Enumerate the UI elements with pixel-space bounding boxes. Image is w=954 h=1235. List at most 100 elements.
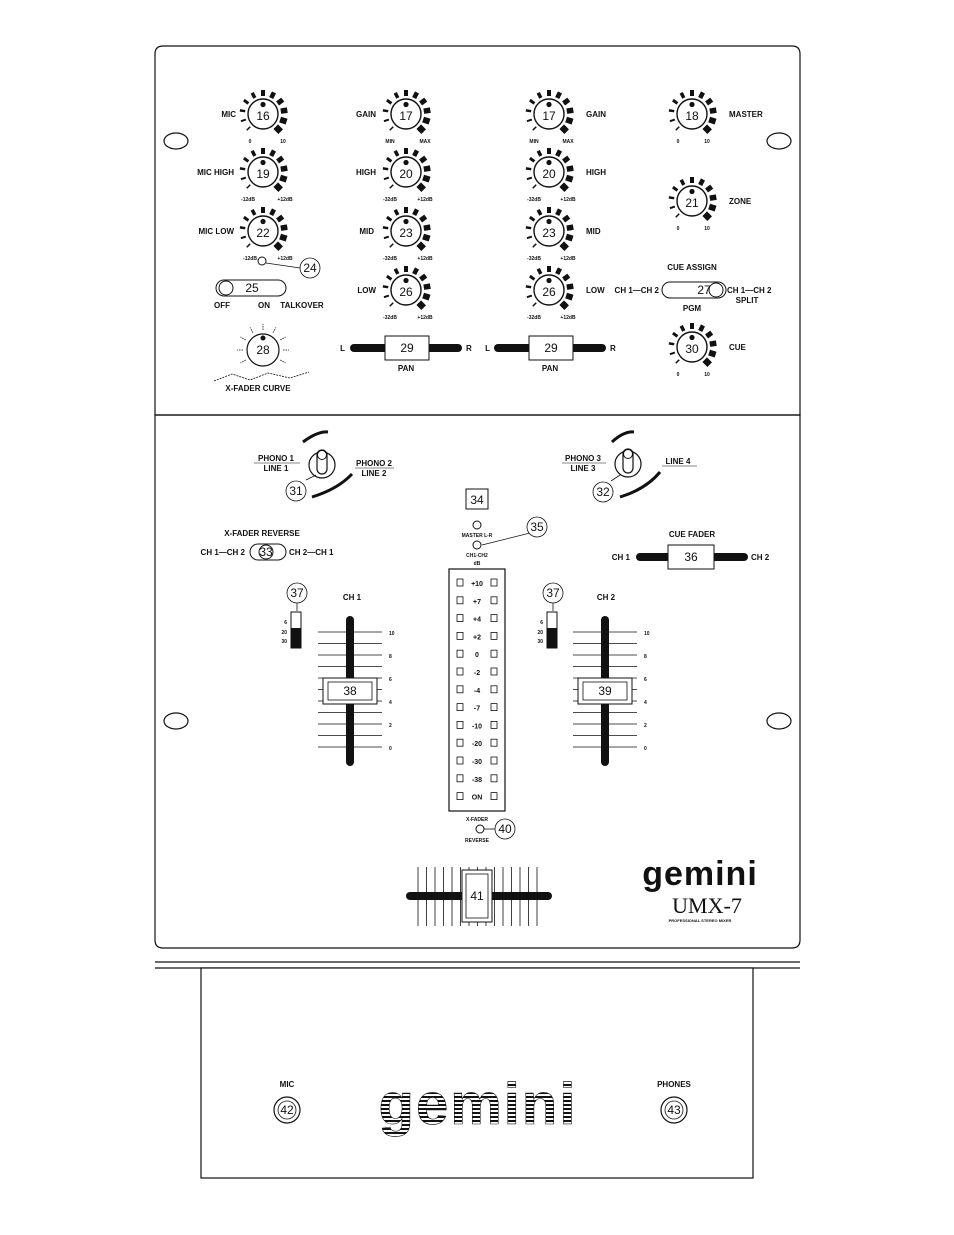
ch2-input-selector[interactable]: 32: [592, 430, 662, 503]
ch1-phono1-label: PHONO 1: [258, 454, 295, 463]
ch2-mid-label: MID: [586, 227, 601, 236]
knob-cap: [676, 331, 708, 363]
mic-knob[interactable]: 16: [239, 90, 288, 134]
knob-scale-tick: [239, 167, 246, 171]
knob-number: 22: [256, 226, 270, 240]
knob-scale-tick: [250, 208, 257, 216]
front-phones-jack[interactable]: 43: [660, 1096, 688, 1124]
knob-cap: [390, 274, 422, 306]
knob-pointer: [546, 218, 552, 225]
knob-scale-tick: [240, 176, 247, 181]
knob-scale-tick: [708, 116, 717, 125]
ch2-pan-label: PAN: [542, 364, 559, 373]
knob-scale-tick: [709, 340, 717, 347]
ch1-mid-label: MID: [359, 227, 374, 236]
brand-logo: gemini: [642, 855, 758, 893]
fader-scale-label: 6: [644, 677, 647, 683]
ch2-gain-knob[interactable]: 17: [525, 90, 574, 134]
ch1-pan-slider[interactable]: 29: [350, 335, 462, 361]
cue-knob[interactable]: 30: [668, 323, 717, 367]
xfader-reverse-switch[interactable]: 33: [249, 543, 287, 561]
ch2-mid-max-label: +12dB: [560, 256, 576, 262]
vu-led-right: [490, 649, 498, 658]
knob-scale-tick: [536, 267, 543, 275]
vu-level-label: -4: [474, 688, 480, 695]
knob-scale-tick: [675, 359, 680, 364]
fader-cap-inner: [582, 681, 628, 701]
knob-scale-tick: [532, 243, 537, 248]
knob-scale-tick: [422, 233, 431, 242]
ch1-gain-knob[interactable]: 17: [382, 90, 431, 134]
rack-ear-hole: [163, 712, 189, 730]
ch1-mid-knob[interactable]: 23: [382, 207, 431, 251]
knob-scale-tick: [389, 126, 394, 131]
ch2-gain-label: GAIN: [586, 110, 606, 119]
ch2-mid-knob[interactable]: 23: [525, 207, 574, 251]
cue-fader-slider[interactable]: 36: [636, 544, 748, 570]
knob-cap: [533, 215, 565, 247]
ch1-low-label: LOW: [357, 286, 376, 295]
ch1-pan-r-label: R: [466, 344, 472, 353]
knob-scale-tick: [559, 300, 569, 310]
mic-label: MIC: [221, 110, 236, 119]
vu-led-left: [456, 632, 464, 640]
knob-scale-tick: [565, 116, 574, 125]
ch1-line2-label: LINE 2: [362, 469, 387, 478]
talkover-switch[interactable]: 25: [215, 279, 287, 297]
fader-number: 38: [343, 684, 357, 698]
knob-pointer: [260, 101, 266, 108]
zone-knob[interactable]: 21: [668, 177, 717, 221]
ch1-pan-label: PAN: [398, 364, 415, 373]
curve-ray: [272, 327, 277, 333]
xrev-led: [475, 824, 485, 834]
ch1-low-knob[interactable]: 26: [382, 266, 431, 310]
vu-led-left: [456, 596, 464, 605]
ch1-high-knob[interactable]: 20: [382, 148, 431, 192]
cue-assign-title: CUE ASSIGN: [667, 263, 717, 272]
front-mic-jack[interactable]: 42: [273, 1096, 301, 1124]
master-knob[interactable]: 18: [668, 90, 717, 134]
knob-scale-tick: [566, 107, 574, 114]
knob-scale-tick: [529, 156, 536, 163]
knob-scale-tick: [382, 285, 389, 289]
ch1-mid-max-label: +12dB: [417, 256, 433, 262]
fader-scale-label: 6: [389, 677, 392, 683]
ch1-gain-max-label: MAX: [419, 139, 431, 145]
mic-low-knob[interactable]: 22: [239, 207, 288, 251]
model-tagline: PROFESSIONAL STEREO MIXER: [669, 918, 732, 923]
knob-scale-tick: [389, 302, 394, 307]
vu-led-left: [456, 774, 464, 783]
knob-scale-tick: [698, 91, 705, 99]
callout-37-ch1: 37: [290, 586, 304, 600]
ch2-curve-switch[interactable]: 37: [542, 582, 564, 649]
ch2-gain-min-label: MIN: [529, 139, 539, 145]
knob-scale-tick: [672, 331, 679, 338]
knob-scale-tick: [419, 155, 428, 164]
fader-scale-label: 8: [389, 654, 392, 660]
knob-scale-tick: [419, 97, 428, 106]
knob-scale-tick: [279, 233, 288, 242]
cue-assign-split-label: SPLIT: [736, 296, 759, 305]
ch1-gain-min-label: MIN: [385, 139, 395, 145]
knob-pointer: [260, 218, 266, 225]
xfader-curve-knob[interactable]: 28: [237, 324, 289, 367]
ch2-high-knob[interactable]: 20: [525, 148, 574, 192]
knob-pointer: [403, 101, 409, 108]
ch2-high-min-label: -32dB: [527, 197, 541, 203]
knob-scale-tick: [536, 91, 543, 99]
knob-scale-tick: [250, 149, 257, 157]
knob-cap: [247, 215, 279, 247]
cue-assign-switch[interactable]: 27: [661, 281, 727, 299]
ch1-input-selector[interactable]: 31: [285, 430, 354, 502]
ch1-curve-switch[interactable]: 37: [286, 582, 308, 649]
crossfader[interactable]: 41: [406, 867, 552, 926]
ch2-low-knob[interactable]: 26: [525, 266, 574, 310]
mic-high-knob[interactable]: 19: [239, 148, 288, 192]
ch2-pan-slider[interactable]: 29: [494, 335, 606, 361]
vu-led-left: [456, 614, 464, 622]
curve-ray: [280, 359, 286, 364]
meter-ch-led: [472, 540, 482, 550]
knob-scale-tick: [562, 155, 571, 164]
